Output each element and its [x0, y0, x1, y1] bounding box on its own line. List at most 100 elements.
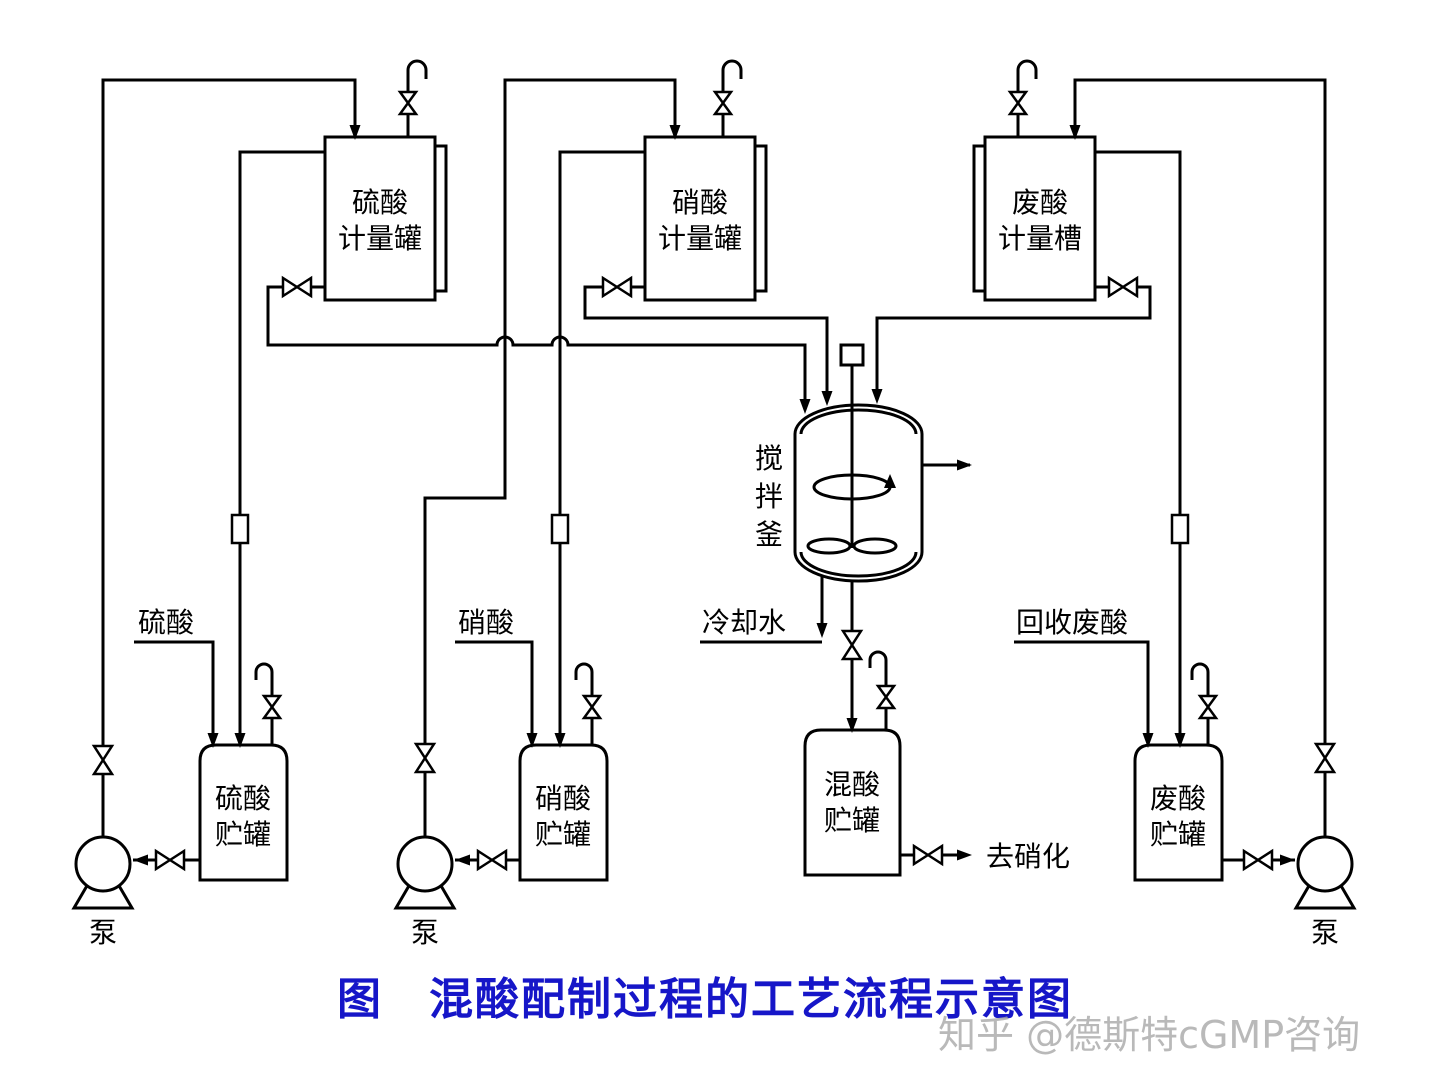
vent-waste-storage-tank: [1190, 662, 1210, 745]
pump-hno3-body: [396, 835, 454, 893]
pump-hno3: [393, 835, 457, 910]
valve-waste-metering-outlet: [1107, 275, 1139, 299]
pipe-hno3-feed: [455, 640, 534, 744]
valve-mixed-acid-outlet: [912, 843, 944, 867]
label-h2so4-feed: 硫酸: [138, 606, 194, 639]
arrow-h2so4-overflow: [234, 733, 246, 748]
pump-waste-acid: [1293, 835, 1357, 910]
pipe-hno3-pump-discharge: [423, 78, 677, 838]
arrow-to-nitration: [957, 849, 972, 861]
valve-vent-h2so4-storage: [261, 694, 283, 720]
h2so4-metering-label-line1: 硫酸: [352, 186, 408, 219]
reactor-outer-shell: [793, 403, 924, 583]
vent-hno3-metering-tank: [721, 59, 743, 137]
hno3-metering-label-line1: 硝酸: [672, 186, 728, 219]
pipe-cooling-water-inlet: [700, 576, 824, 644]
h2so4-metering-label-line2: 计量罐: [338, 222, 422, 255]
reactor-label-char3: 釜: [755, 518, 783, 551]
arrow-waste-into-reactor: [871, 389, 883, 404]
waste-metering-label-line2: 计量槽: [998, 222, 1082, 255]
pump-h2so4-label: 泵: [89, 916, 117, 949]
reactor-rotation-arrowhead: [884, 474, 896, 488]
waste-storage-label-line2: 贮罐: [1150, 818, 1206, 851]
pipe-waste-pump-discharge: [1073, 78, 1327, 838]
label-to-nitration: 去硝化: [986, 840, 1070, 873]
diagram-title: 图 混酸配制过程的工艺流程示意图: [337, 974, 1073, 1025]
mixed-storage-label-line1: 混酸: [824, 768, 880, 801]
sight-glass-hno3-overflow: [550, 513, 570, 545]
h2so4-storage-label-line1: 硫酸: [215, 782, 271, 815]
pipe-h2so4-overflow-return: [238, 150, 325, 744]
pipe-hno3-overflow-return: [558, 150, 645, 744]
vent-hno3-storage-tank: [574, 662, 594, 745]
mixed-storage-label-line2: 贮罐: [824, 804, 880, 837]
arrow-into-h2so4-pump: [133, 854, 148, 866]
valve-reactor-outlet: [840, 629, 864, 661]
valve-h2so4-pump-discharge: [91, 744, 115, 776]
arrow-reactor-to-mixed-tank: [846, 718, 858, 733]
pump-waste-label: 泵: [1311, 916, 1339, 949]
vent-waste-metering-tank: [1016, 59, 1038, 137]
valve-vent-hno3-metering: [712, 90, 734, 116]
pump-h2so4-body: [74, 835, 132, 893]
arrow-recovered-waste-feed: [1142, 733, 1154, 748]
pipe-h2so4-feed: [134, 640, 215, 744]
pump-h2so4: [71, 835, 135, 910]
valve-vent-hno3-storage: [581, 694, 603, 720]
vent-mixed-storage-tank: [868, 650, 888, 730]
arrow-cooling-water-inlet: [816, 623, 828, 638]
waste-metering-label-line1: 废酸: [1012, 186, 1068, 219]
vent-h2so4-storage-tank: [254, 662, 274, 745]
pipe-h2so4-transfer-to-reactor: [266, 285, 807, 410]
label-recovered-waste-acid: 回收废酸: [1016, 606, 1128, 639]
label-cooling-water: 冷却水: [702, 606, 786, 639]
valve-waste-pump-suction: [1242, 848, 1274, 872]
reactor-label-char2: 拌: [755, 480, 783, 513]
valve-hno3-pump-discharge: [413, 742, 437, 774]
reactor-inner-shell: [799, 408, 918, 578]
watermark: 知乎 @德斯特cGMP咨询: [938, 1013, 1360, 1057]
reactor-impeller-left: [806, 537, 852, 555]
reactor-label-char1: 搅: [755, 442, 783, 475]
arrow-hno3-feed: [526, 733, 538, 748]
valve-waste-pump-discharge: [1313, 742, 1337, 774]
hno3-metering-label-line2: 计量罐: [658, 222, 742, 255]
valve-hno3-metering-outlet: [601, 275, 633, 299]
label-hno3-feed: 硝酸: [458, 606, 514, 639]
reactor-manhole: [839, 343, 865, 367]
waste-acid-storage-tank: [1133, 743, 1224, 882]
pipe-waste-overflow-return: [1095, 150, 1182, 744]
arrow-waste-overflow: [1174, 733, 1186, 748]
arrow-hno3-overflow: [554, 733, 566, 748]
valve-vent-waste-metering: [1007, 90, 1029, 116]
h2so4-storage-label-line2: 贮罐: [215, 818, 271, 851]
hno3-storage-label-line2: 贮罐: [535, 818, 591, 851]
reactor-impeller-right: [852, 537, 898, 555]
arrow-h2so4-into-reactor: [799, 399, 811, 414]
hno3-storage-label-line1: 硝酸: [535, 782, 591, 815]
arrow-into-hno3-metering: [669, 125, 681, 140]
arrow-hno3-into-reactor: [821, 391, 833, 406]
arrow-into-waste-metering: [1069, 125, 1081, 140]
waste-storage-label-line1: 废酸: [1150, 782, 1206, 815]
valve-hno3-pump-suction: [476, 848, 508, 872]
pump-waste-acid-body: [1296, 835, 1354, 893]
pipe-h2so4-pump-discharge: [101, 78, 357, 838]
mixed-acid-storage-tank: [803, 728, 902, 877]
arrow-cooling-water-outlet: [957, 459, 972, 471]
hno3-metering-tank-level-gauge: [753, 144, 768, 293]
pipe-recovered-waste-feed: [1014, 640, 1150, 744]
valve-vent-h2so4-metering: [397, 90, 419, 116]
valve-vent-mixed-storage: [875, 684, 897, 710]
arrow-into-hno3-pump: [455, 854, 470, 866]
waste-acid-metering-tank-level-gauge: [972, 144, 987, 293]
vent-h2so4-metering-tank: [406, 59, 428, 137]
pump-hno3-label: 泵: [411, 916, 439, 949]
valve-vent-waste-storage: [1197, 694, 1219, 720]
h2so4-metering-tank-level-gauge: [433, 144, 448, 293]
valve-h2so4-pump-suction: [154, 848, 186, 872]
valve-h2so4-metering-outlet: [281, 275, 313, 299]
waste-acid-metering-tank: [983, 135, 1097, 302]
